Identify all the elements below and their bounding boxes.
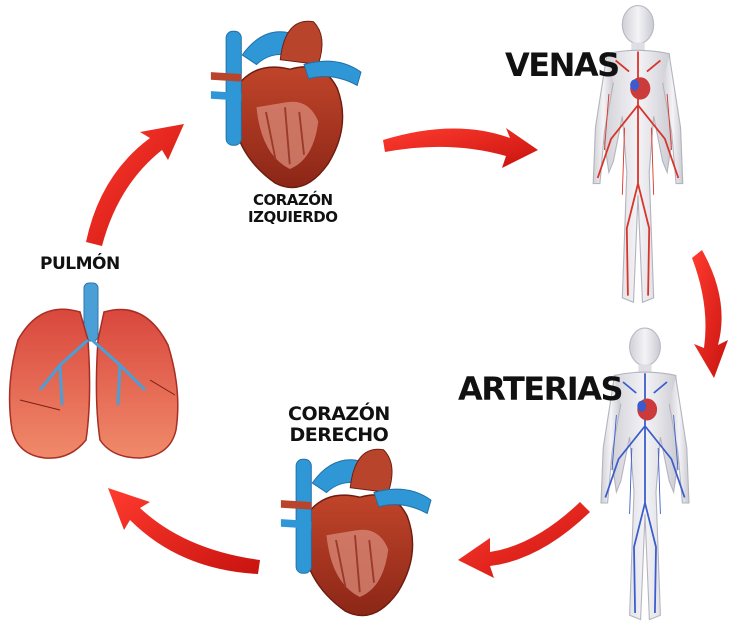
venas-label: VENAS: [505, 48, 619, 84]
arterias-label: ARTERIAS: [458, 372, 622, 408]
left-heart-label-line2: IZQUIERDO: [248, 209, 337, 226]
lungs-icon: [10, 283, 178, 458]
cycle-arrow-icon: [86, 124, 184, 246]
right-heart-icon: [281, 449, 431, 615]
cycle-arrow-icon: [108, 488, 260, 574]
cycle-arrow-icon: [458, 502, 590, 578]
right-heart-label: CORAZÓN DERECHO: [288, 404, 390, 447]
pulmon-label: PULMÓN: [40, 255, 120, 274]
left-heart-icon: [211, 21, 361, 187]
cycle-arrow-icon: [383, 128, 538, 168]
cycle-arrow-icon: [692, 250, 728, 378]
right-heart-label-line1: CORAZÓN: [288, 404, 390, 425]
left-heart-label: CORAZÓN IZQUIERDO: [248, 192, 337, 226]
right-heart-label-line2: DERECHO: [288, 425, 390, 446]
left-heart-label-line1: CORAZÓN: [248, 192, 337, 209]
